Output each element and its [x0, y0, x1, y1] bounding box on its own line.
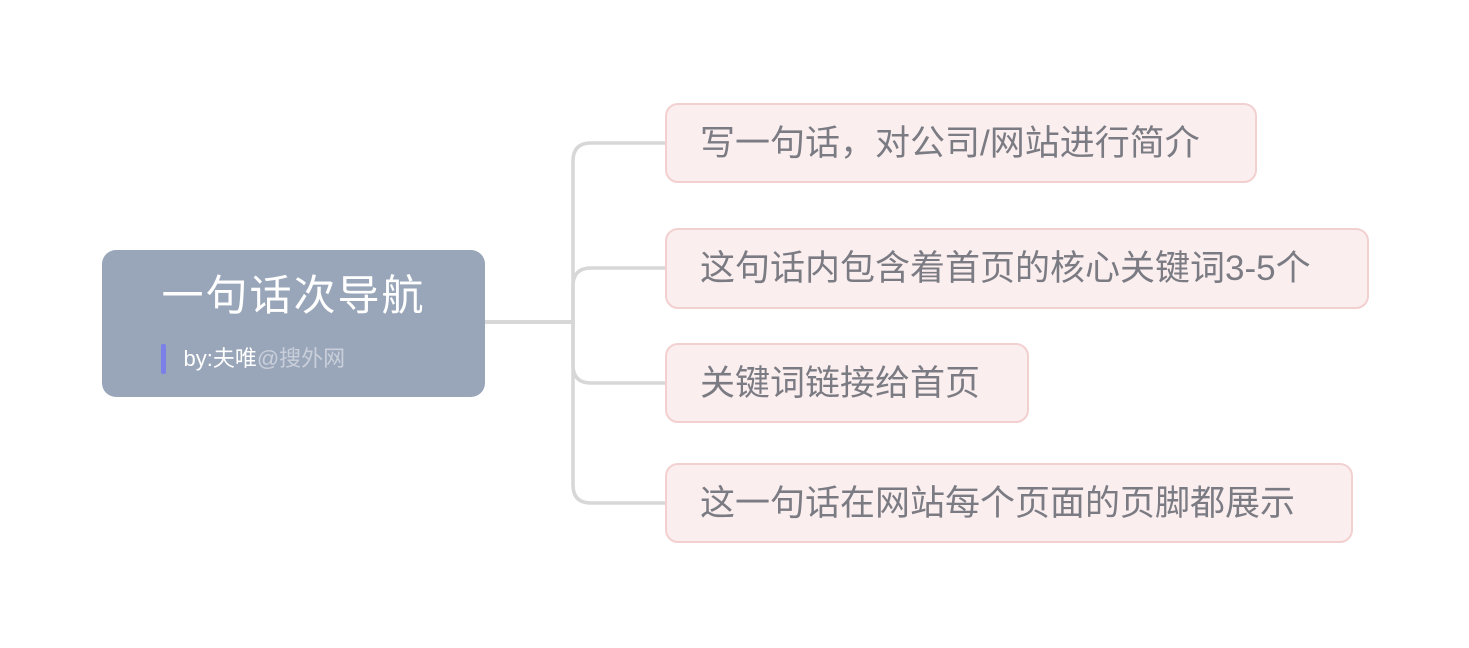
connector-child-3	[483, 320, 667, 385]
byline-author: by:夫唯	[183, 345, 257, 371]
child-node-3[interactable]: 关键词链接给首页	[665, 343, 1029, 423]
connector-child-1	[483, 141, 667, 324]
child-node-2[interactable]: 这句话内包含着首页的核心关键词3-5个	[665, 228, 1369, 309]
child-node-1[interactable]: 写一句话，对公司/网站进行简介	[665, 103, 1257, 183]
child-label-1: 写一句话，对公司/网站进行简介	[700, 123, 1200, 163]
byline-site: @搜外网	[256, 345, 346, 371]
child-label-3: 关键词链接给首页	[700, 363, 981, 403]
root-title: 一句话次导航	[161, 272, 426, 320]
connector-child-2	[483, 266, 667, 324]
child-label-4: 这一句话在网站每个页面的页脚都展示	[700, 483, 1296, 523]
connector-child-4	[483, 320, 667, 505]
byline: by:夫唯@搜外网	[161, 343, 346, 374]
root-node-content: 一句话次导航 by:夫唯@搜外网	[161, 272, 426, 374]
byline-accent-bar	[161, 343, 167, 374]
byline-text: by:夫唯@搜外网	[183, 345, 346, 371]
root-node[interactable]: 一句话次导航 by:夫唯@搜外网	[102, 250, 485, 397]
child-label-2: 这句话内包含着首页的核心关键词3-5个	[700, 249, 1311, 288]
child-node-4[interactable]: 这一句话在网站每个页面的页脚都展示	[665, 463, 1353, 543]
